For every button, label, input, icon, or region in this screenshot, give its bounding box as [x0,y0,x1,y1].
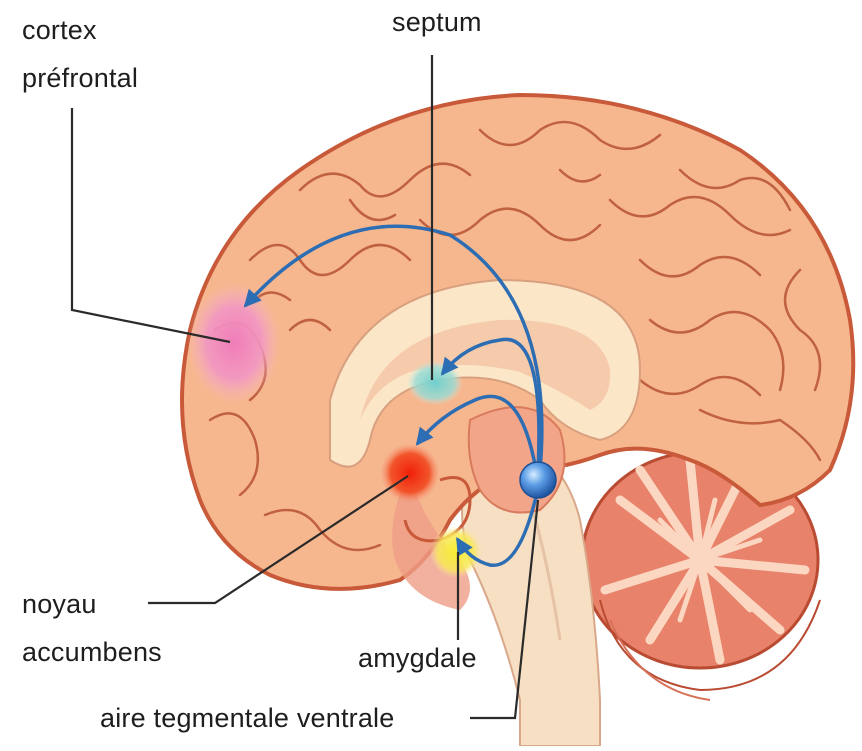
prefrontal-cortex-spot [188,283,280,403]
label-septum: septum [392,6,482,38]
label-noyau-line2: accumbens [22,636,162,668]
label-cortex-line1: cortex [22,14,97,46]
septum-spot [407,361,463,405]
label-amygdale: amygdale [358,642,477,674]
label-cortex-line2: préfrontal [22,62,138,94]
label-aire-tegmentale-ventrale: aire tegmentale ventrale [100,702,394,734]
nucleus-accumbens-spot [380,443,440,503]
amygdala-spot [430,526,482,578]
vta-node [520,462,556,498]
label-noyau-line1: noyau [22,588,97,620]
